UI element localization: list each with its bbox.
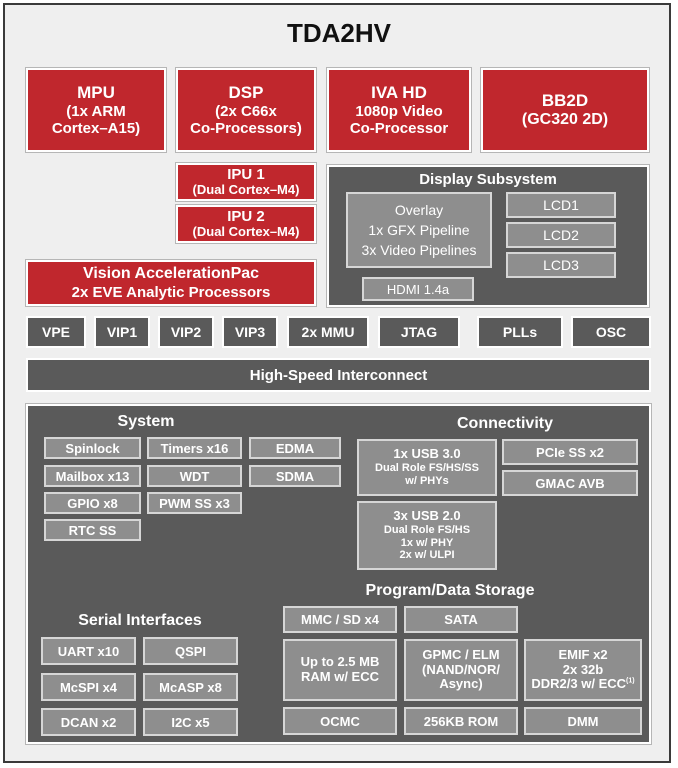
- lcd1-box: LCD1: [506, 192, 616, 218]
- dsp-block: DSP (2x C66x Co-Processors): [175, 67, 317, 153]
- mpu-desc-1: (1x ARM: [66, 102, 126, 120]
- dsp-desc-2: Co-Processors): [190, 119, 302, 137]
- wdt-box: WDT: [147, 465, 242, 487]
- emif-box: EMIF x2 2x 32b DDR2/3 w/ ECC(1): [524, 639, 642, 701]
- ipu1-block: IPU 1 (Dual Cortex–M4): [175, 162, 317, 202]
- vip1-block: VIP1: [94, 316, 150, 348]
- usb3-box: 1x USB 3.0 Dual Role FS/HS/SS w/ PHYs: [357, 439, 497, 496]
- vip2-block: VIP2: [158, 316, 214, 348]
- mpu-name: MPU: [77, 82, 115, 102]
- serial-interfaces-title: Serial Interfaces: [78, 612, 202, 629]
- ipu1-desc: (Dual Cortex–M4): [192, 182, 300, 198]
- usb2-line-1: 3x USB 2.0: [393, 508, 461, 524]
- osc-block: OSC: [571, 316, 651, 348]
- dsp-desc-1: (2x C66x: [215, 102, 277, 120]
- usb3-line-1: 1x USB 3.0: [393, 446, 461, 462]
- mmc-sd-box: MMC / SD x4: [283, 606, 397, 633]
- rtc-box: RTC SS: [44, 519, 141, 541]
- ipu2-block: IPU 2 (Dual Cortex–M4): [175, 204, 317, 244]
- dsp-name: DSP: [228, 82, 264, 102]
- vpe-block: VPE: [26, 316, 86, 348]
- ocmc-box: OCMC: [283, 707, 397, 735]
- ram-line-1: Up to 2.5 MB: [300, 654, 380, 670]
- mcasp-box: McASP x8: [143, 673, 238, 701]
- plls-block: PLLs: [477, 316, 563, 348]
- emif-ddr-text: DDR2/3 w/ ECC: [531, 676, 627, 692]
- jtag-block: JTAG: [378, 316, 460, 348]
- lcd3-box: LCD3: [506, 252, 616, 278]
- ipu2-name: IPU 2: [227, 207, 265, 225]
- mpu-block: MPU (1x ARM Cortex–A15): [25, 67, 167, 153]
- iva-name: IVA HD: [371, 82, 427, 102]
- usb3-line-2: Dual Role FS/HS/SS: [375, 462, 479, 475]
- ram-box: Up to 2.5 MB RAM w/ ECC: [283, 639, 397, 701]
- vision-desc: 2x EVE Analytic Processors: [71, 283, 271, 301]
- storage-title: Program/Data Storage: [365, 582, 535, 599]
- usb2-line-3: 1x w/ PHY: [400, 536, 454, 549]
- timers-box: Timers x16: [147, 437, 242, 459]
- edma-box: EDMA: [249, 437, 341, 459]
- mmu-block: 2x MMU: [287, 316, 369, 348]
- hdmi-box: HDMI 1.4a: [362, 277, 474, 301]
- rom-box: 256KB ROM: [404, 707, 518, 735]
- gpmc-line-2: (NAND/NOR/: [422, 661, 500, 677]
- bb2d-desc: (GC320 2D): [521, 110, 609, 128]
- lcd2-box: LCD2: [506, 222, 616, 248]
- i2c-box: I2C x5: [143, 708, 238, 736]
- vision-name: Vision AccelerationPac: [82, 265, 260, 283]
- overlay-line-1: Overlay: [394, 201, 444, 218]
- display-subsystem-title: Display Subsystem: [419, 171, 557, 188]
- gmac-box: GMAC AVB: [502, 470, 638, 496]
- ipu2-desc: (Dual Cortex–M4): [192, 224, 300, 240]
- usb3-line-3: w/ PHYs: [405, 474, 449, 487]
- overlay-line-2: 1x GFX Pipeline: [368, 221, 470, 238]
- gpmc-elm-box: GPMC / ELM (NAND/NOR/ Async): [404, 639, 518, 701]
- system-title: System: [117, 413, 175, 430]
- spinlock-box: Spinlock: [44, 437, 141, 459]
- mailbox-box: Mailbox x13: [44, 465, 141, 487]
- gpio-box: GPIO x8: [44, 492, 141, 514]
- ipu1-name: IPU 1: [227, 165, 265, 183]
- dcan-box: DCAN x2: [41, 708, 136, 736]
- usb2-line-2: Dual Role FS/HS: [383, 524, 471, 536]
- bb2d-block: BB2D (GC320 2D): [480, 67, 650, 153]
- iva-desc-2: Co-Processor: [349, 119, 449, 137]
- usb2-line-4: 2x w/ ULPI: [399, 549, 455, 562]
- dmm-box: DMM: [524, 707, 642, 735]
- pwm-box: PWM SS x3: [147, 492, 242, 514]
- chip-title: TDA2HV: [286, 18, 391, 48]
- usb2-box: 3x USB 2.0 Dual Role FS/HS 1x w/ PHY 2x …: [357, 501, 497, 570]
- bb2d-name: BB2D: [541, 91, 589, 111]
- connectivity-title: Connectivity: [456, 415, 553, 432]
- vision-accelerationpac-block: Vision AccelerationPac 2x EVE Analytic P…: [25, 259, 317, 307]
- emif-line-2: 2x 32b: [562, 661, 604, 677]
- overlay-line-3: 3x Video Pipelines: [361, 242, 477, 259]
- iva-desc-1: 1080p Video: [355, 102, 443, 120]
- pcie-box: PCIe SS x2: [502, 439, 638, 465]
- sdma-box: SDMA: [249, 465, 341, 487]
- gpmc-line-3: Async): [439, 676, 483, 692]
- vip3-block: VIP3: [222, 316, 278, 348]
- qspi-box: QSPI: [143, 637, 238, 665]
- iva-hd-block: IVA HD 1080p Video Co-Processor: [326, 67, 472, 153]
- gpmc-line-1: GPMC / ELM: [422, 646, 500, 662]
- uart-box: UART x10: [41, 637, 136, 665]
- emif-line-1: EMIF x2: [558, 646, 608, 662]
- emif-line-3: DDR2/3 w/ ECC(1): [531, 676, 635, 692]
- mcspi-box: McSPI x4: [41, 673, 136, 701]
- ram-line-2: RAM w/ ECC: [301, 669, 379, 684]
- high-speed-interconnect: High-Speed Interconnect: [26, 358, 651, 392]
- emif-footnote-mark: (1): [626, 678, 635, 686]
- sata-box: SATA: [404, 606, 518, 633]
- mpu-desc-2: Cortex–A15): [51, 119, 141, 137]
- overlay-pipelines-box: Overlay 1x GFX Pipeline 3x Video Pipelin…: [346, 192, 492, 268]
